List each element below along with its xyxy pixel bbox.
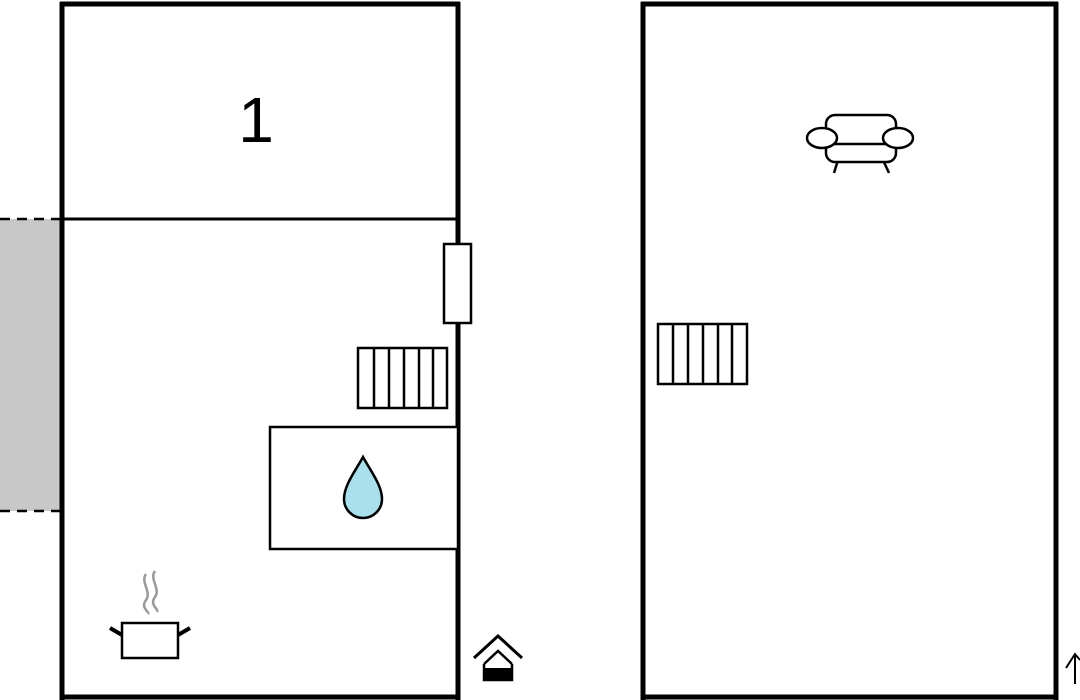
cooking-pot-icon [108, 570, 192, 660]
sofa-icon [805, 113, 915, 174]
water-drop-icon [342, 454, 384, 520]
window-icon [442, 242, 473, 325]
stairs-arrow-icon [1065, 652, 1080, 684]
bedroom-number-label: 1 [238, 84, 274, 156]
radiator-icon [356, 346, 449, 410]
entrance-icon [472, 633, 524, 682]
terrace [0, 217, 60, 513]
left-unit [59, 1, 461, 700]
right-unit [640, 1, 1059, 700]
radiator-icon [656, 322, 749, 386]
